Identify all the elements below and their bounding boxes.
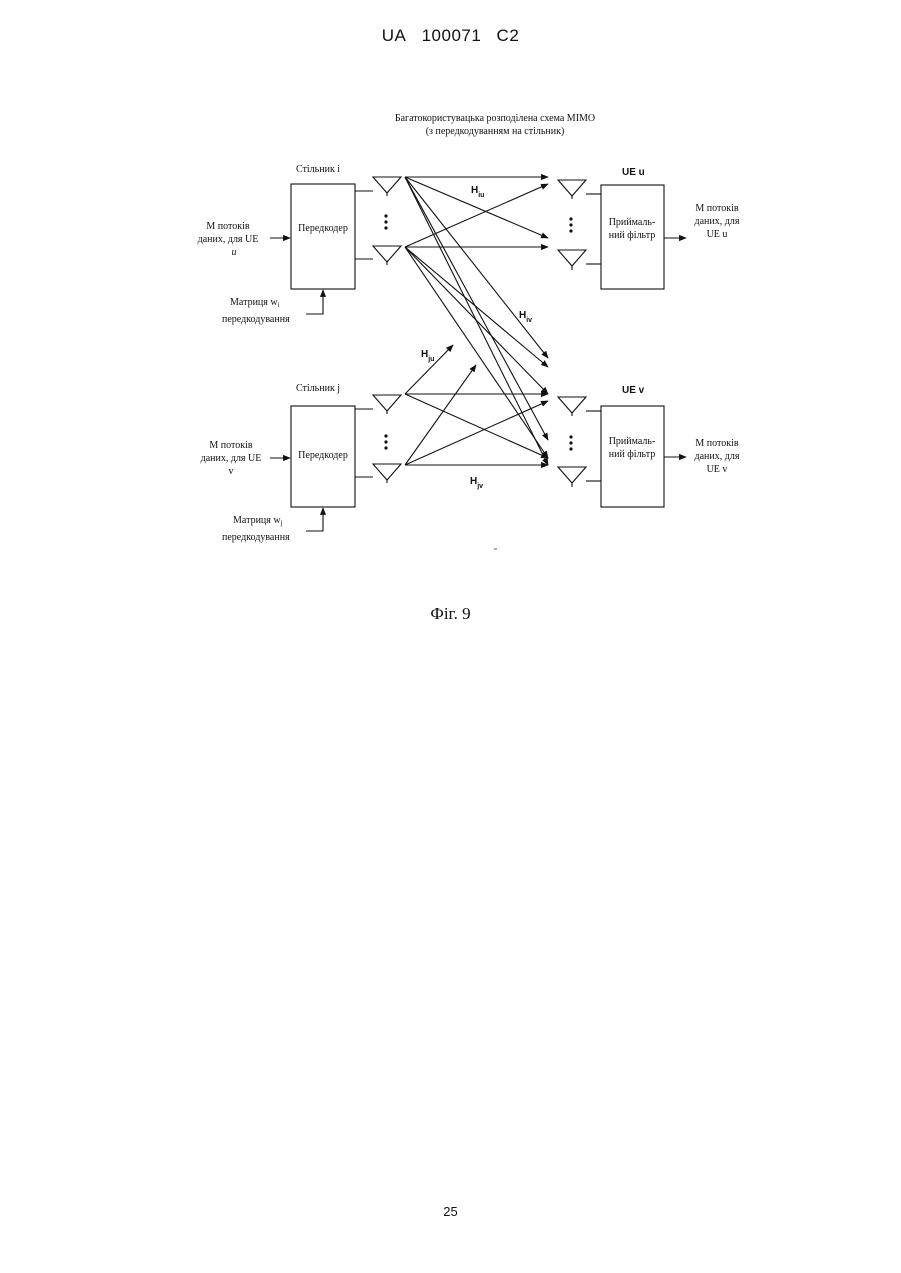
channel-arrows-cell-j [405, 345, 548, 465]
cell-i-input-line3: u [232, 247, 237, 258]
cell-j-input-line1: M потоків [209, 440, 252, 451]
cell-i-antenna-dots [384, 214, 387, 229]
cell-j-precoder-label: Передкодер [298, 450, 348, 461]
cell-i-matrix-arrow [306, 290, 323, 314]
ue-v-output-line1: M потоків [695, 438, 738, 449]
cell-i-input-line2: даних, для UE [198, 234, 259, 245]
arrow-j-bottom-to-v-top [405, 401, 548, 465]
cell-j-matrix-arrow [306, 508, 323, 531]
cell-i-antenna-bottom [355, 246, 401, 265]
figure-caption: Фіг. 9 [0, 604, 901, 624]
cell-i-antenna-top [355, 177, 401, 196]
diagram-title-line2: (з передкодуванням на стільник) [426, 126, 565, 137]
ue-v-antenna-dots [569, 435, 572, 450]
channel-label-jv: Hjv [470, 476, 483, 490]
ue-v-antenna-top [558, 397, 601, 416]
cell-i-matrix-line1: Матриця wi [230, 297, 280, 309]
ue-u-output-line3: UE u [707, 229, 728, 240]
channel-label-iu: Hiu [471, 185, 484, 199]
arrow-j-bottom-to-u [405, 365, 476, 465]
ue-v-label: UE v [622, 385, 645, 396]
cell-i-precoder-label: Передкодер [298, 223, 348, 234]
cell-i-label: Стільник i [296, 164, 340, 175]
ue-v-output-line3: UE v [707, 464, 728, 475]
cell-i-input-line1: M потоків [206, 221, 249, 232]
cell-j-matrix-line2: передкодування [222, 532, 290, 543]
cell-j-label: Стільник j [296, 383, 340, 394]
ue-u-output-line2: даних, для [695, 216, 740, 227]
ue-u-antenna-dots [569, 217, 572, 232]
ue-u-antenna-bottom [558, 250, 601, 270]
cell-j-input-line2: даних, для UE [201, 453, 262, 464]
cell-j-input-line3: v [229, 466, 234, 477]
ue-v-filter-line2: ний фільтр [609, 449, 655, 460]
arrow-i-top-to-v-b [405, 177, 548, 440]
ue-v-antenna-bottom [558, 467, 601, 487]
cell-j-matrix-line1: Матриця wj [233, 515, 283, 527]
page-number: 25 [0, 1204, 901, 1219]
cell-j-antenna-dots [384, 434, 387, 449]
mimo-diagram: Багатокористувацька розподілена схема MI… [0, 0, 901, 600]
ue-u-label: UE u [622, 167, 645, 178]
cell-j-antenna-bottom [355, 464, 401, 483]
cell-j-antenna-top [355, 395, 401, 414]
ue-v-filter-line1: Приймаль- [609, 436, 656, 447]
ue-u-output-line1: M потоків [695, 203, 738, 214]
ue-v-output-line2: даних, для [695, 451, 740, 462]
cell-i-precoder-box [291, 184, 355, 289]
cell-i-matrix-line2: передкодування [222, 314, 290, 325]
channel-label-iv: Hiv [519, 310, 532, 324]
channel-label-ju: Hju [421, 349, 434, 363]
diagram-title-line1: Багатокористувацька розподілена схема MI… [395, 113, 595, 124]
arrow-i-top-to-v-a [405, 177, 548, 358]
arrow-j-top-to-u [405, 345, 453, 394]
ue-u-antenna-top [558, 180, 601, 199]
ue-u-filter-line1: Приймаль- [609, 217, 656, 228]
ue-u-filter-line2: ний фільтр [609, 230, 655, 241]
